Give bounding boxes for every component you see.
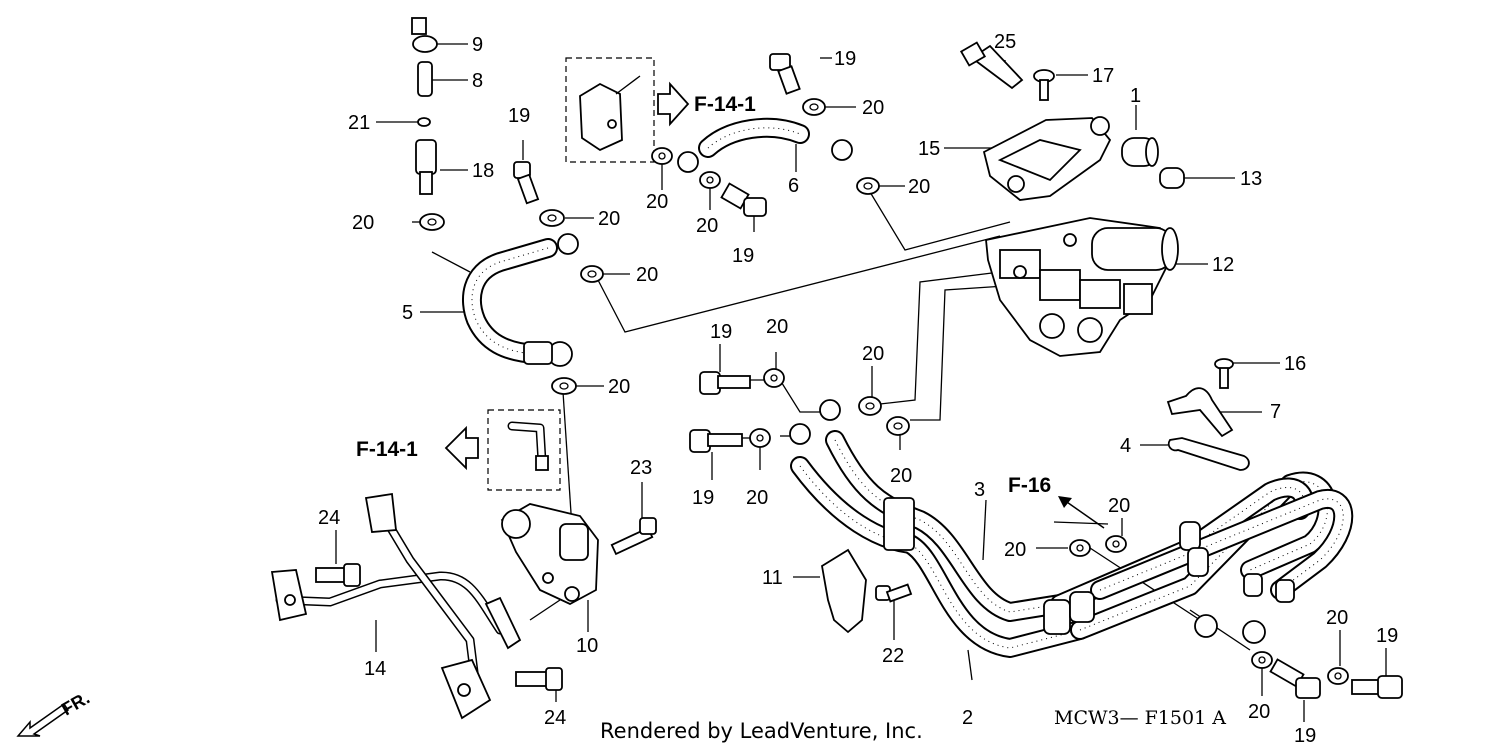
part-label-23: 23 (630, 457, 652, 479)
part-label-20-c: 20 (636, 264, 658, 286)
pipe-14 (270, 492, 522, 720)
bolt-19-g (1351, 675, 1403, 699)
bolt-19-e (689, 429, 743, 453)
bolt-19-c (720, 182, 767, 217)
part-label-19-g: 19 (1376, 625, 1398, 647)
bolt-22 (875, 583, 913, 603)
ref-arrow-right (1058, 496, 1105, 529)
part-label-7: 7 (1270, 401, 1281, 423)
part-label-11: 11 (762, 567, 783, 589)
figure-code: MCW3— F1501 A (1054, 707, 1226, 729)
part-label-20-j: 20 (862, 343, 884, 365)
part-label-10: 10 (576, 635, 598, 657)
part-label-17: 17 (1092, 65, 1114, 87)
bolts (315, 53, 1403, 699)
part-label-19-e: 19 (692, 487, 714, 509)
part-label-20-n: 20 (1108, 495, 1130, 517)
bolt-25 (959, 41, 1024, 90)
part-label-1: 1 (1130, 85, 1141, 107)
part-label-24-a: 24 (318, 507, 340, 529)
plate-4 (1167, 437, 1250, 471)
part-label-5: 5 (402, 302, 413, 324)
reference-boxes (487, 57, 655, 491)
bleeder-9 (411, 17, 438, 53)
part-label-20-m: 20 (1004, 539, 1026, 561)
clamp-11 (821, 548, 867, 634)
bolt-19-d (699, 371, 751, 395)
switch-18 (415, 139, 437, 195)
part-label-19-f: 19 (1294, 725, 1316, 747)
front-direction-label: FR. (58, 688, 93, 720)
ref-arrow-lower (444, 425, 479, 471)
ref-label-lower: F-14-1 (356, 438, 418, 461)
bolt-23 (610, 517, 657, 556)
bolt-24-b (515, 667, 563, 691)
front-direction-arrow: FR. (16, 688, 93, 737)
part-label-20-h: 20 (908, 176, 930, 198)
part-label-4: 4 (1120, 435, 1131, 457)
bracket-15 (982, 116, 1112, 201)
part-label-8: 8 (472, 70, 483, 92)
part-label-16: 16 (1284, 353, 1306, 375)
part-label-24-b: 24 (544, 707, 566, 729)
part-label-20-f: 20 (696, 215, 718, 237)
part-label-18: 18 (472, 160, 494, 182)
bolt-19-a (513, 161, 540, 205)
screw-17 (1033, 69, 1055, 101)
part-label-19-a: 19 (834, 48, 856, 70)
bolt-19-b (769, 53, 801, 95)
part-label-15: 15 (918, 138, 940, 160)
hose-fittings (523, 139, 1295, 644)
part-label-20-a: 20 (352, 212, 374, 234)
part-label-20-b: 20 (598, 208, 620, 230)
part-label-20-d: 20 (608, 376, 630, 398)
part-labels: 1 2 3 4 5 6 7 8 9 10 11 12 13 14 15 16 1… (318, 31, 1398, 747)
part-label-20-g: 20 (862, 97, 884, 119)
part-label-20-p: 20 (1248, 701, 1270, 723)
ref-label-right: F-16 (1008, 474, 1051, 497)
part-label-20-e: 20 (646, 191, 668, 213)
part-label-6: 6 (788, 175, 799, 197)
ref-label-upper: F-14-1 (694, 93, 756, 116)
valve-10 (500, 503, 599, 606)
part-label-20-l: 20 (746, 487, 768, 509)
part-label-22: 22 (882, 645, 904, 667)
part-label-25: 25 (994, 31, 1016, 53)
valve-12 (985, 217, 1179, 357)
part-label-2: 2 (962, 707, 973, 729)
part-label-12: 12 (1212, 254, 1234, 276)
screw-16 (1214, 358, 1234, 389)
reference-labels: F-14-1 F-14-1 F-16 (356, 93, 1051, 497)
bush-13 (1159, 167, 1185, 189)
bolt-24-a (315, 563, 361, 587)
part-label-20-i: 20 (766, 316, 788, 338)
bolt-19-f (1269, 658, 1321, 699)
block-ref-upper (579, 75, 641, 152)
part-label-19-d: 19 (710, 321, 732, 343)
clamp-7 (1166, 387, 1234, 438)
collar-1 (1121, 137, 1159, 167)
ref-arrow-upper (657, 81, 690, 127)
part-label-19-c: 19 (732, 245, 754, 267)
fitting-8 (417, 61, 433, 97)
part-label-20-k: 20 (890, 465, 912, 487)
part-label-20-o: 20 (1326, 607, 1348, 629)
part-label-21: 21 (348, 112, 370, 134)
washers (417, 98, 1349, 685)
hoses (462, 117, 1354, 658)
part-label-14: 14 (364, 658, 386, 680)
part-label-3: 3 (974, 479, 985, 501)
part-label-9: 9 (472, 34, 483, 56)
part-label-13: 13 (1240, 168, 1262, 190)
part-label-19-b: 19 (508, 105, 530, 127)
credit-text: Rendered by LeadVenture, Inc. (600, 719, 923, 743)
pipe-ref-lower (507, 421, 549, 471)
